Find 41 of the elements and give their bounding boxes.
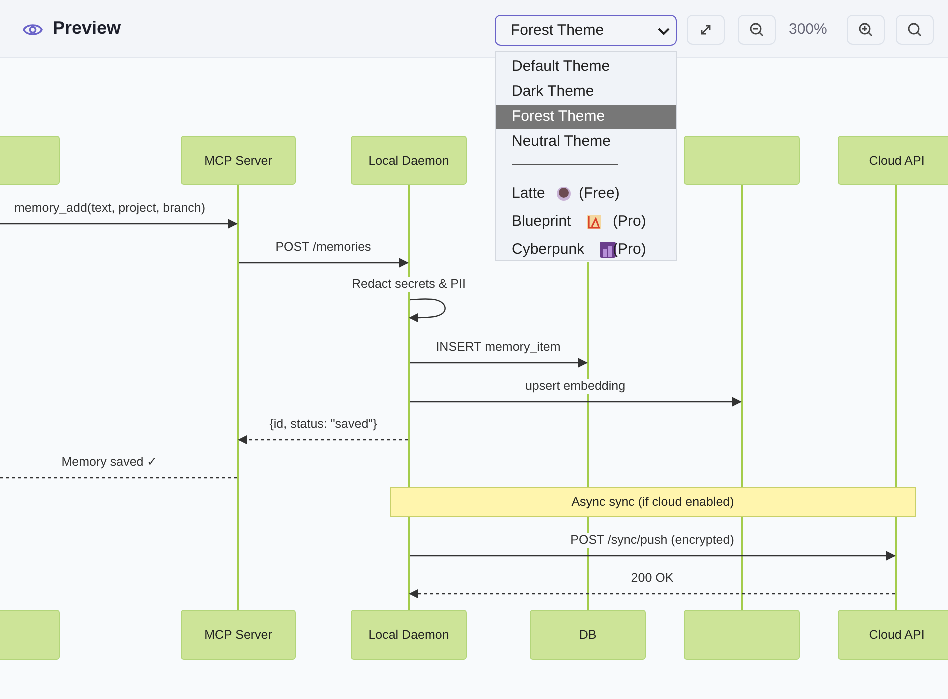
message-label: memory_add(text, project, branch) [12,201,208,216]
message-arrow [0,219,238,229]
theme-select: Forest Theme [495,15,677,46]
message-arrow [410,358,588,368]
message-arrow [239,258,409,268]
note-box: Async sync (if cloud enabled) [390,487,916,517]
lifeline [408,185,410,610]
participant-box: Cloud API [838,136,948,185]
zoom-level: 300% [789,21,828,38]
menu-option: Neutral Theme [512,132,611,152]
message-label: INSERT memory_item [434,340,563,355]
lifeline [237,185,239,610]
plan-tag: (Pro) [613,212,646,232]
message-label: POST /sync/push (encrypted) [568,533,736,548]
participant-box: Local Daemon [351,136,467,185]
menu-option: Dark Theme [512,82,594,102]
menu-option: Default Theme [512,57,610,77]
message-arrow [409,589,895,599]
message-label: Redact secrets & PII [350,277,468,292]
lifeline [895,185,897,610]
message-arrow [238,435,408,445]
message-label: upsert embedding [523,379,628,394]
participant-box [684,136,800,185]
lifeline [741,185,743,610]
message-arrow [409,298,446,323]
message-arrow [410,551,896,561]
message-arrow [410,397,742,407]
participant-box: DB [530,610,646,660]
participant-box [684,610,800,660]
menu-option: Cyberpunk [512,240,585,260]
menu-option: Forest Theme [496,105,676,129]
participant-box: MCP Server [181,136,296,185]
message-label: {id, status: "saved"} [268,417,380,432]
panel-title: Preview [53,18,122,39]
menu-option: Latte [512,184,546,204]
lifeline [587,262,589,610]
plan-tag: (Free) [579,184,620,204]
menu-option: Blueprint [512,212,572,232]
participant-box: Local Daemon [351,610,467,660]
participant-box: Cloud API [838,610,948,660]
participant-box: MCP Server [181,610,296,660]
